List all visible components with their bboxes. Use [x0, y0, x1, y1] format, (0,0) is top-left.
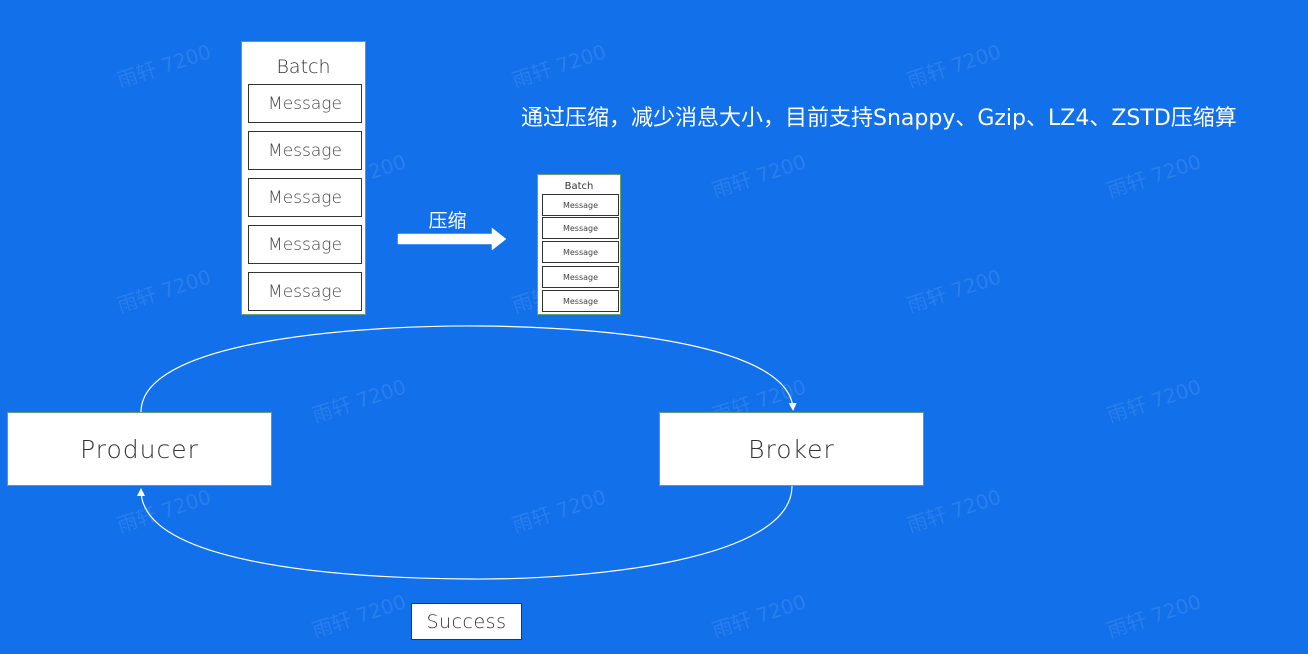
message-box: Message — [248, 272, 362, 311]
message-box: Message — [248, 84, 362, 123]
message-box: Message — [542, 217, 619, 239]
batch-compressed: Batch Message Message Message Message Me… — [537, 174, 621, 315]
message-box: Message — [248, 131, 362, 170]
batch-uncompressed: Batch Message Message Message Message Me… — [241, 41, 366, 315]
message-box: Message — [248, 225, 362, 264]
message-box: Message — [542, 241, 619, 263]
batch-title: Batch — [564, 181, 594, 192]
message-box: Message — [248, 178, 362, 217]
batch-title: Batch — [276, 56, 331, 78]
broker-to-producer-arc — [137, 485, 793, 580]
message-box: Message — [542, 194, 619, 216]
success-label: Success — [411, 603, 522, 640]
compress-arrow — [397, 227, 507, 251]
compression-description: 通过压缩，减少消息大小，目前支持Snappy、Gzip、LZ4、ZSTD压缩算 — [521, 106, 1237, 131]
compress-label: 压缩 — [428, 210, 467, 232]
message-box: Message — [542, 266, 619, 288]
broker-node: Broker — [659, 412, 924, 486]
producer-to-broker-arc — [140, 325, 797, 413]
producer-node: Producer — [7, 412, 272, 486]
message-box: Message — [542, 290, 619, 312]
